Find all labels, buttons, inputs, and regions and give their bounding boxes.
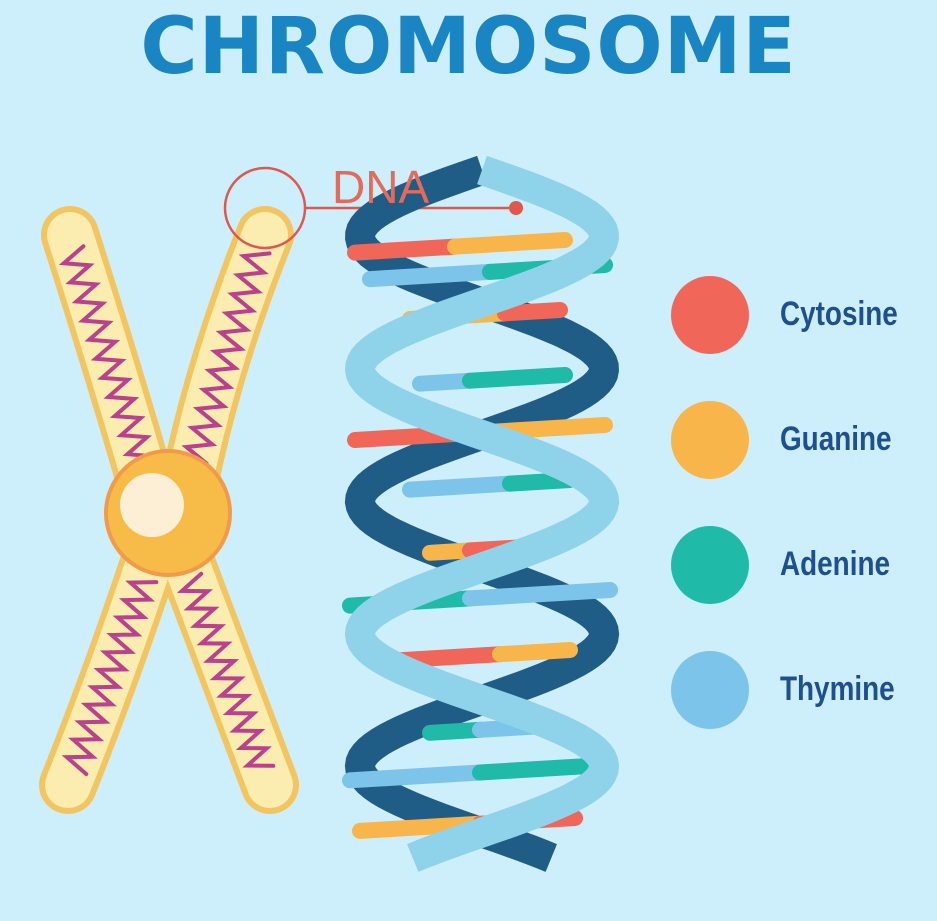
helix-strand [344,155,620,872]
legend-label-cytosine: Cytosine [780,295,898,333]
dna-helix [342,155,620,872]
base-segment [497,302,568,322]
base-segment [412,372,478,392]
helix-strand [344,155,620,872]
legend-label-guanine: Guanine [780,420,892,458]
chromatin-coil [58,244,156,459]
base-segment [402,475,518,498]
legend [671,276,749,729]
centromere-highlight [120,473,184,537]
legend-label-thymine: Thymine [780,670,895,708]
chromosome [39,206,299,814]
legend-dot-adenine [671,526,749,604]
chromatin-coil [176,571,276,768]
legend-label-adenine: Adenine [780,545,890,583]
base-segment [342,764,488,789]
base-segment [422,721,488,741]
base-segment [462,367,573,389]
page-title: CHROMOSOME [140,2,797,92]
base-segment [492,642,578,663]
base-segment [462,582,618,607]
legend-dot-thymine [671,651,749,729]
chromatin-coils [58,244,276,777]
base-segment [347,238,463,261]
dna-label: DNA [332,161,430,213]
base-segment [362,263,498,288]
chromatin-coil [181,251,272,466]
helix-strand-back [344,155,620,872]
base-segment [472,757,613,781]
base-segment [392,646,508,669]
base-segment [447,232,573,255]
legend-dot-guanine [671,401,749,479]
helix-strand-front [344,155,620,872]
legend-dot-cytosine [671,276,749,354]
chromatin-coil [61,580,159,777]
